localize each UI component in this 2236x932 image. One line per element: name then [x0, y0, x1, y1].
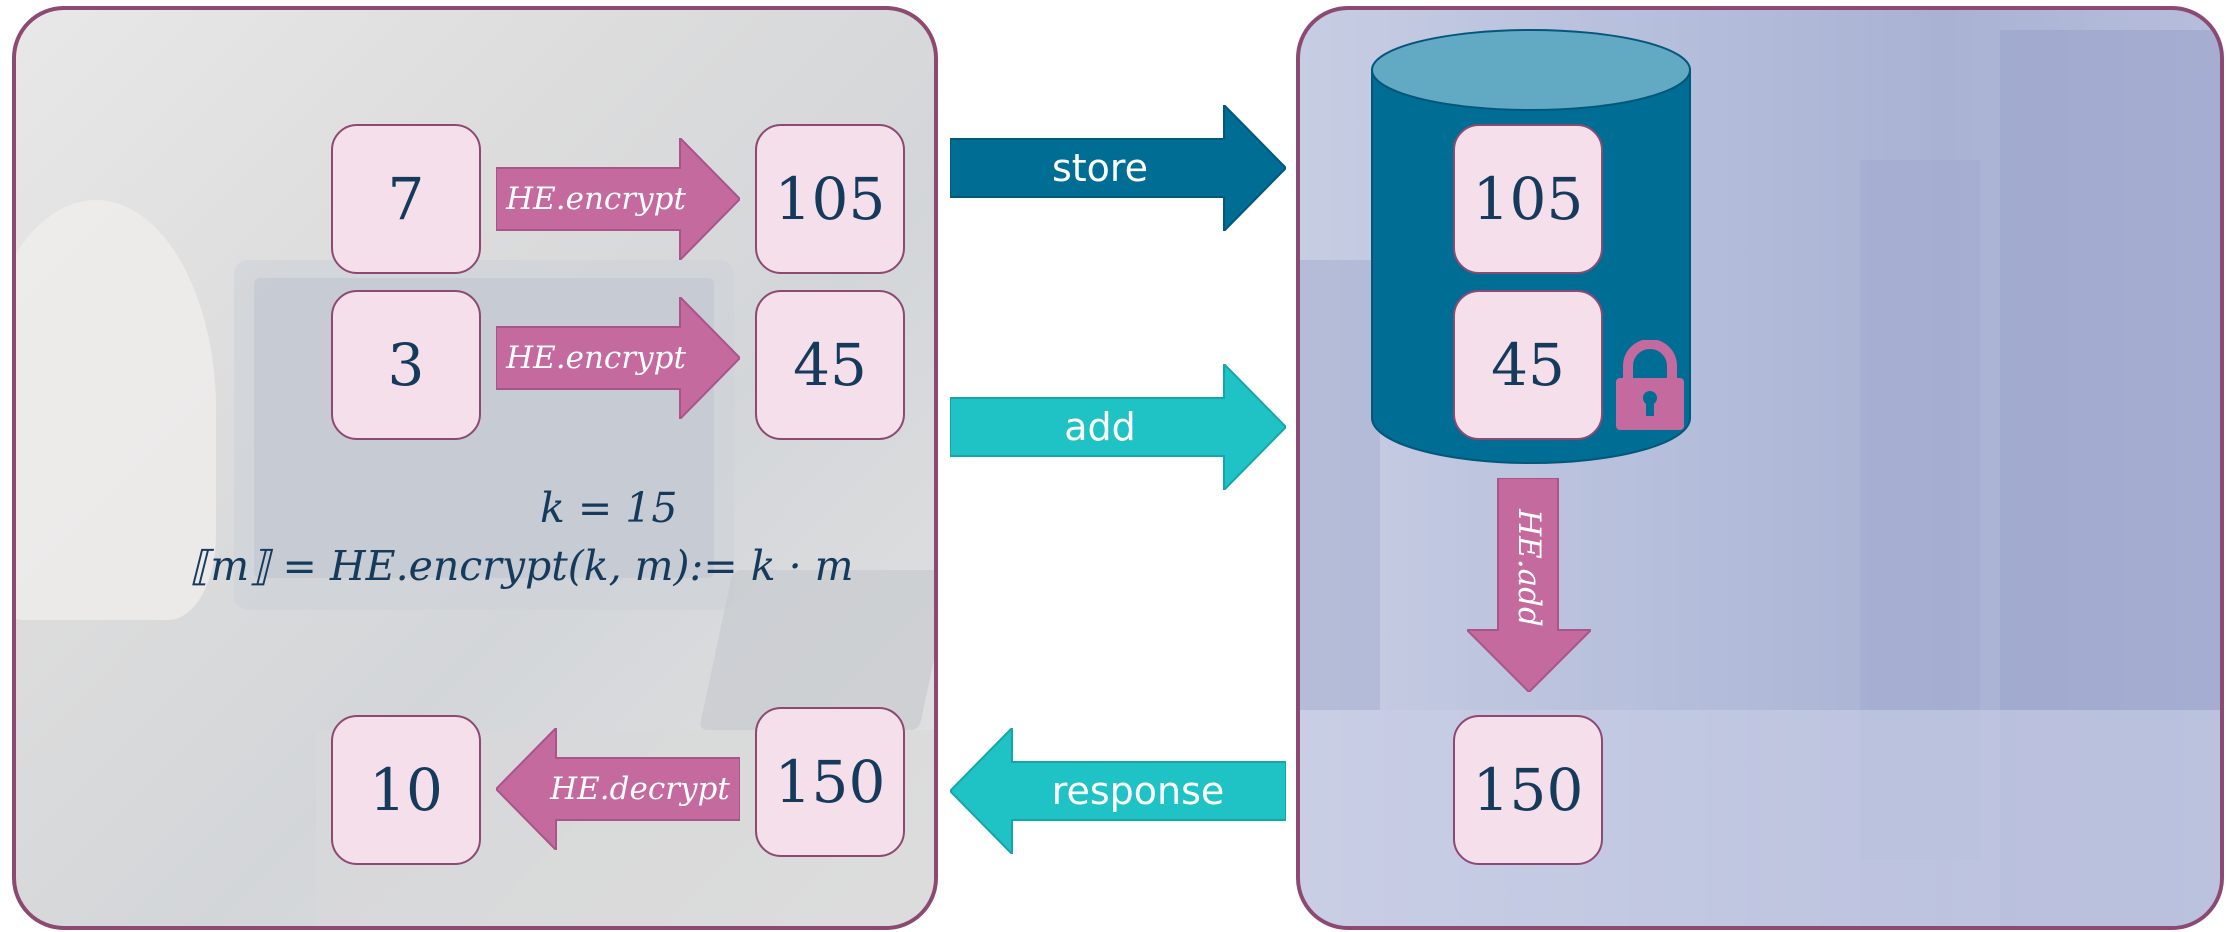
- result-plain-box-10: 10: [331, 715, 481, 865]
- background-server-rack-left: [1300, 260, 1380, 710]
- encrypt-arrow-2: HE.encrypt: [496, 297, 740, 419]
- response-arrow: response: [950, 728, 1286, 854]
- background-person: [16, 200, 216, 620]
- stored-cipher-box-105: 105: [1453, 124, 1603, 274]
- plaintext-box-7: 7: [331, 124, 481, 274]
- server-result-box-150: 150: [1453, 715, 1603, 865]
- result-cipher-box-150: 150: [755, 707, 905, 857]
- encrypt-label-1: HE.encrypt: [506, 181, 686, 217]
- store-label: store: [1051, 146, 1149, 190]
- key-formula: k = 15: [540, 484, 678, 532]
- ciphertext-box-45: 45: [755, 290, 905, 440]
- response-label: response: [1051, 769, 1225, 813]
- stored-cipher-box-45: 45: [1453, 290, 1603, 440]
- store-arrow: store: [950, 105, 1286, 231]
- decrypt-label: HE.decrypt: [550, 771, 730, 807]
- encrypt-formula: ⟦m⟧ = HE.encrypt(k, m):= k · m: [190, 542, 854, 590]
- add-label: add: [1064, 405, 1136, 449]
- background-floor: [1300, 710, 2220, 926]
- encrypt-label-2: HE.encrypt: [506, 340, 686, 376]
- encrypt-arrow-1: HE.encrypt: [496, 138, 740, 260]
- padlock-icon: [1616, 340, 1684, 430]
- add-label-vertical: HE.add: [1511, 509, 1547, 627]
- decrypt-arrow: HE.decrypt: [496, 728, 740, 850]
- ciphertext-box-105: 105: [755, 124, 905, 274]
- add-arrow: add: [950, 364, 1286, 490]
- background-server-rack-mid: [1860, 160, 1980, 860]
- add-down-arrow: HE.add: [1467, 478, 1591, 692]
- background-laptop: [698, 570, 934, 730]
- plaintext-box-3: 3: [331, 290, 481, 440]
- background-server-rack-right: [2000, 30, 2220, 926]
